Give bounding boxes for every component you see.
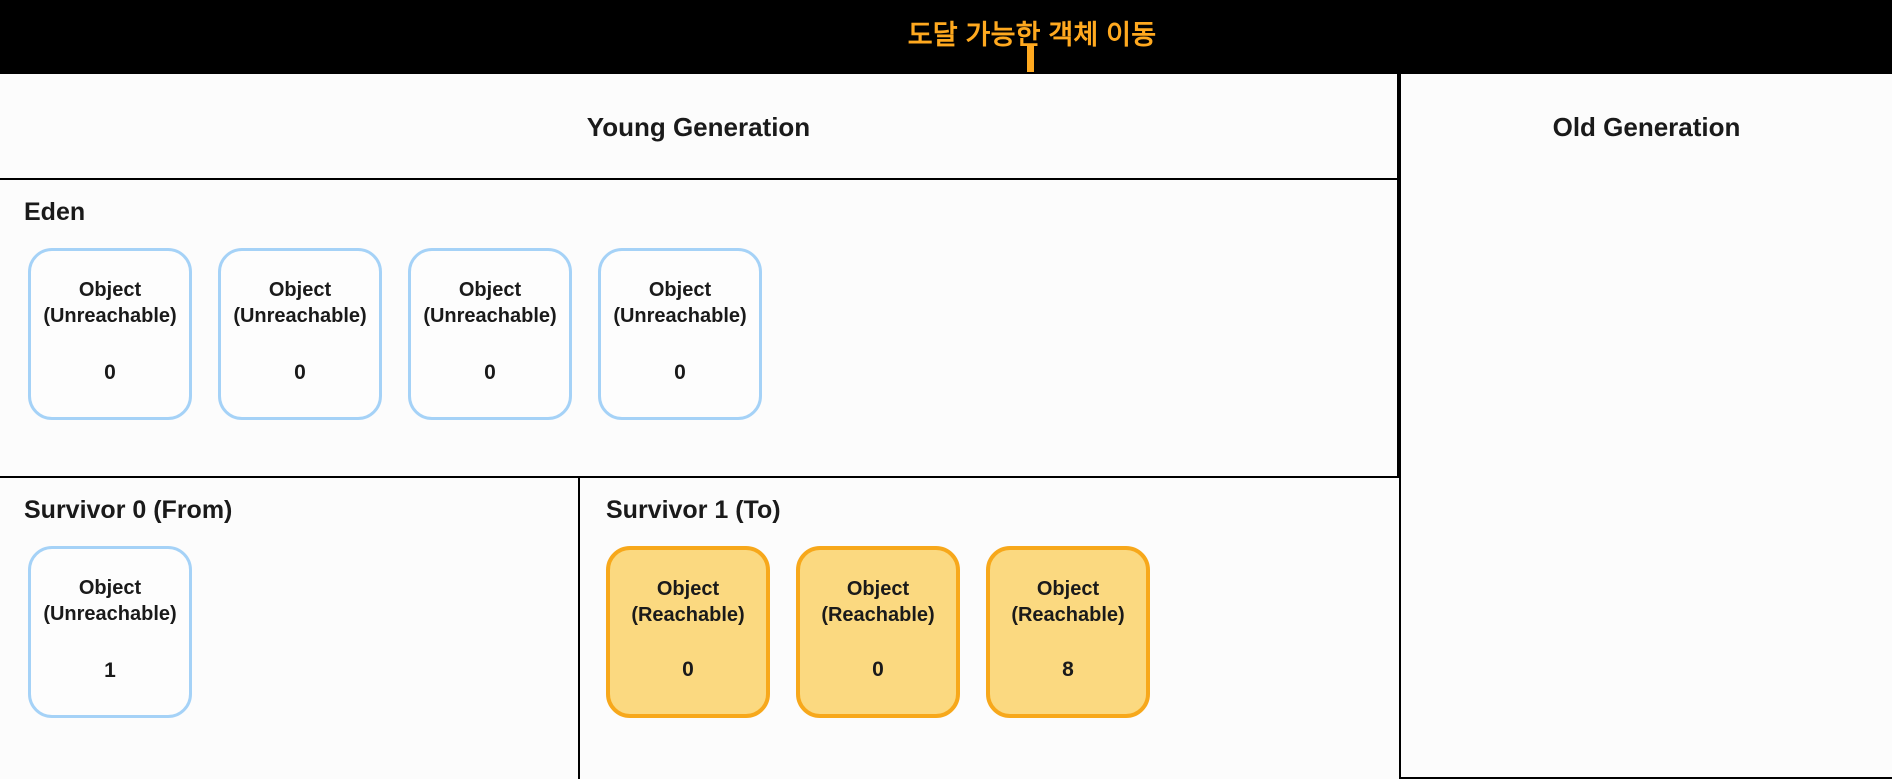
survivor0-region: Survivor 0 (From) Object (Unreachable) 1 bbox=[0, 478, 580, 779]
annotation-banner: 도달 가능한 객체 이동 bbox=[0, 0, 1892, 72]
object-value: 0 bbox=[682, 658, 694, 681]
object-value: 1 bbox=[104, 659, 116, 682]
object-label: Object (Reachable) bbox=[631, 578, 745, 627]
eden-region: Eden Object (Unreachable) 0 Object (Unre… bbox=[0, 178, 1397, 478]
young-generation-header: Young Generation bbox=[0, 74, 1397, 180]
survivor1-object-1[interactable]: Object (Reachable) 0 bbox=[796, 546, 960, 718]
object-label: Object (Unreachable) bbox=[233, 279, 367, 328]
survivor1-object-0[interactable]: Object (Reachable) 0 bbox=[606, 546, 770, 718]
object-value: 0 bbox=[484, 361, 496, 384]
young-generation-title: Young Generation bbox=[586, 111, 811, 142]
object-label: Object (Unreachable) bbox=[613, 279, 747, 328]
survivor0-label: Survivor 0 (From) bbox=[24, 496, 233, 524]
object-label: Object (Reachable) bbox=[821, 578, 935, 627]
object-label: Object (Unreachable) bbox=[43, 279, 177, 328]
annotation-title: 도달 가능한 객체 이동 bbox=[907, 20, 1157, 50]
object-value: 0 bbox=[674, 361, 686, 384]
eden-label: Eden bbox=[24, 198, 86, 226]
old-generation-panel: Old Generation bbox=[1399, 72, 1892, 779]
old-generation-header: Old Generation bbox=[1401, 74, 1892, 180]
old-generation-title: Old Generation bbox=[1552, 111, 1741, 142]
survivor1-label: Survivor 1 (To) bbox=[606, 496, 781, 524]
survivor0-object-list: Object (Unreachable) 1 bbox=[28, 546, 192, 718]
eden-object-3[interactable]: Object (Unreachable) 0 bbox=[598, 248, 762, 420]
object-value: 0 bbox=[872, 658, 884, 681]
survivor1-region: Survivor 1 (To) Object (Reachable) 0 Obj… bbox=[580, 478, 1399, 779]
object-label: Object (Unreachable) bbox=[423, 279, 557, 328]
survivor1-object-list: Object (Reachable) 0 Object (Reachable) … bbox=[606, 546, 1150, 718]
object-label: Object (Unreachable) bbox=[43, 577, 177, 626]
survivor0-object-0[interactable]: Object (Unreachable) 1 bbox=[28, 546, 192, 718]
object-label: Object (Reachable) bbox=[1011, 578, 1125, 627]
eden-object-0[interactable]: Object (Unreachable) 0 bbox=[28, 248, 192, 420]
survivor1-object-2[interactable]: Object (Reachable) 8 bbox=[986, 546, 1150, 718]
object-value: 0 bbox=[104, 361, 116, 384]
object-value: 8 bbox=[1062, 658, 1074, 681]
eden-object-1[interactable]: Object (Unreachable) 0 bbox=[218, 248, 382, 420]
object-value: 0 bbox=[294, 361, 306, 384]
eden-object-2[interactable]: Object (Unreachable) 0 bbox=[408, 248, 572, 420]
eden-object-list: Object (Unreachable) 0 Object (Unreachab… bbox=[28, 248, 762, 420]
young-generation-panel: Young Generation Eden Object (Unreachabl… bbox=[0, 72, 1399, 779]
